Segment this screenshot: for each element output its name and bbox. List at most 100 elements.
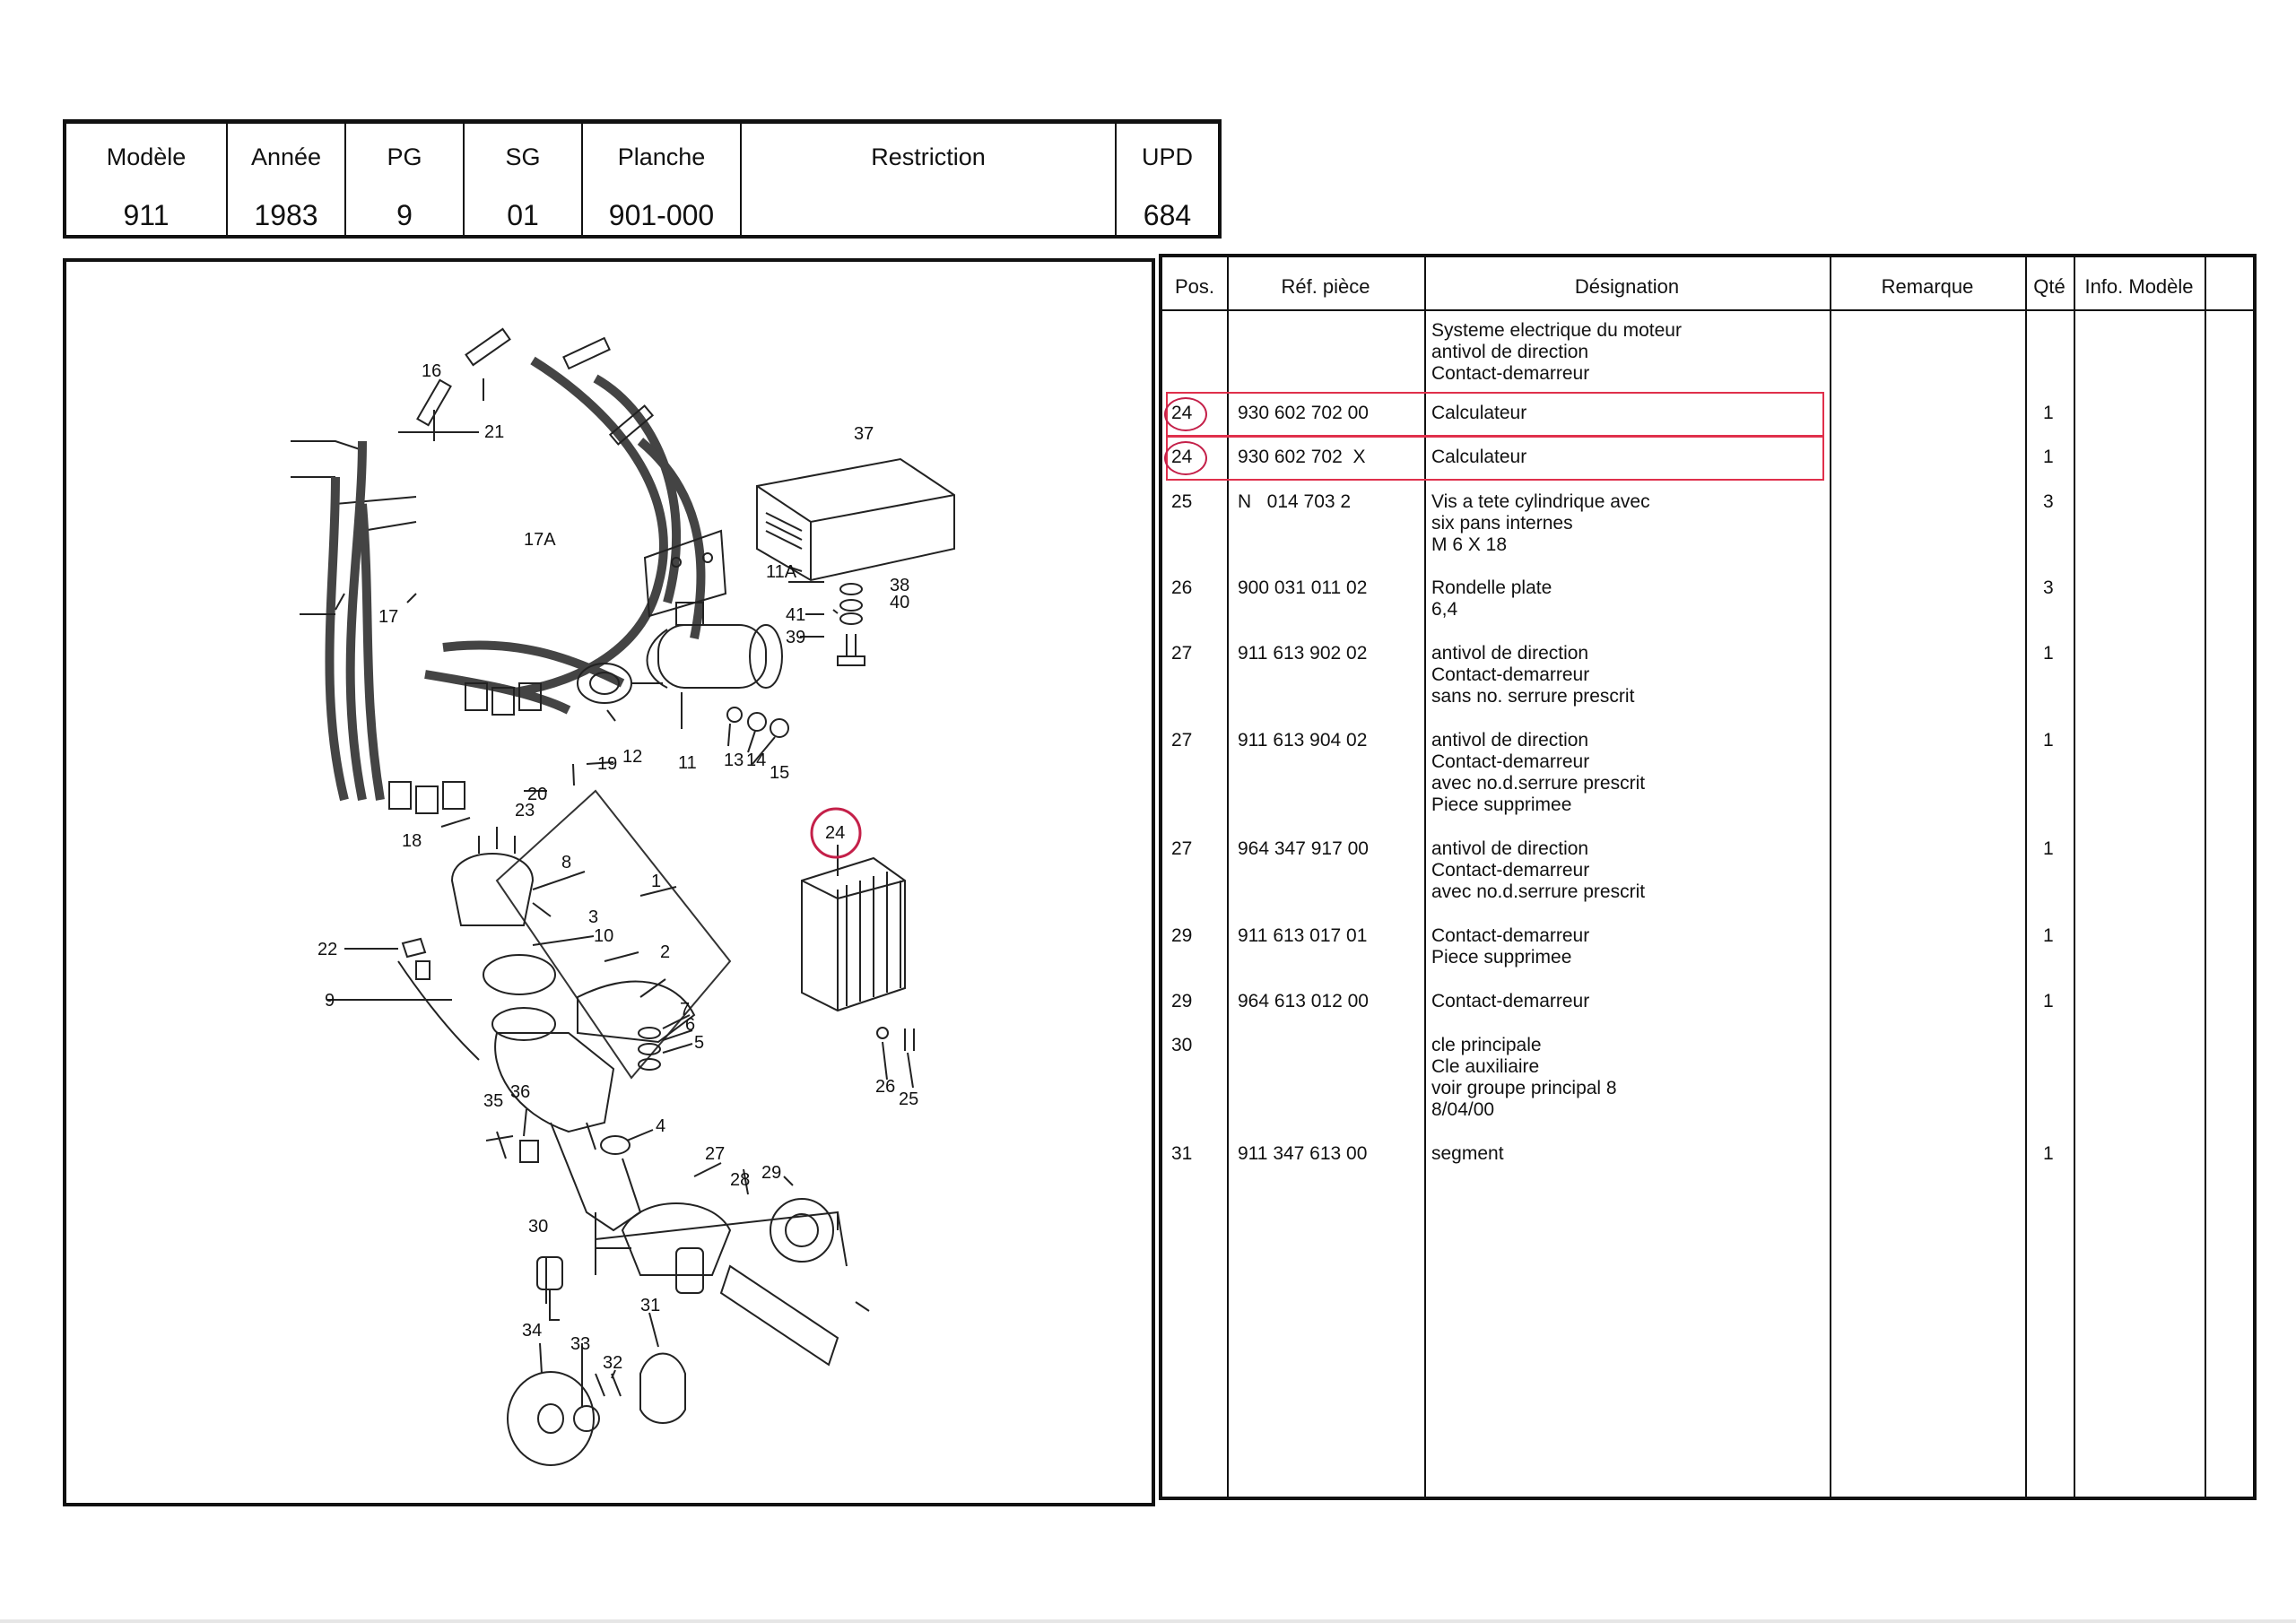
column-divider: [1830, 257, 1831, 1497]
designation-cell: Contact-demarreur: [1431, 991, 1590, 1011]
pos-cell: 29: [1171, 925, 1193, 946]
ring-4: [600, 1135, 631, 1155]
pin-35: [485, 1131, 514, 1159]
callout: 40: [890, 593, 909, 612]
header-label: PG: [387, 143, 422, 170]
header-value: 901-000: [608, 199, 715, 231]
highlight-circle: [1164, 397, 1207, 431]
pos-cell: 27: [1171, 838, 1193, 859]
callout: 29: [761, 1163, 781, 1183]
callout: 3: [588, 907, 598, 927]
designation-cell: Contact-demarreur Piece supprimee: [1431, 925, 1590, 968]
callout: 4: [656, 1116, 665, 1136]
header-col-pg: PG 9: [346, 124, 465, 235]
callout: 39: [786, 628, 805, 647]
distributor-assembly: [450, 789, 732, 1249]
callout: 17: [378, 607, 398, 627]
callout: 19: [597, 754, 617, 774]
ref-cell: 911 347 613 00: [1238, 1143, 1368, 1164]
part-22: [401, 937, 427, 959]
header-table: Modèle 911 Année 1983 PG 9 SG 01 Planche…: [63, 119, 1222, 239]
column-divider: [1227, 257, 1229, 1497]
callout: 9: [325, 991, 335, 1011]
header-value: 684: [1143, 199, 1192, 231]
callout: 13: [724, 751, 744, 770]
column-header-designation: Désignation: [1574, 275, 1680, 298]
callout: 16: [422, 361, 441, 381]
ref-cell: 930 602 702 X: [1238, 447, 1366, 467]
callout: 26: [875, 1077, 895, 1097]
callout: 24: [825, 823, 845, 843]
designation-cell: segment: [1431, 1143, 1504, 1164]
bracket-11a: [643, 529, 727, 618]
ref-cell: N 014 703 2: [1238, 491, 1352, 512]
header-label: UPD: [1141, 143, 1193, 170]
ref-cell: 964 613 012 00: [1238, 991, 1369, 1011]
lead-9: [397, 960, 480, 1061]
designation-cell: Vis a tete cylindrique avec six pans int…: [1431, 491, 1650, 555]
header-label: Planche: [617, 143, 706, 170]
callout: 32: [603, 1353, 622, 1373]
header-col-planche: Planche 901-000: [583, 124, 742, 235]
pos-cell: 27: [1171, 643, 1193, 664]
washer-33: [573, 1405, 600, 1432]
pos-cell: 29: [1171, 991, 1193, 1011]
callout: 27: [705, 1144, 725, 1164]
ref-cell: 911 613 017 01: [1238, 925, 1368, 946]
pos-cell: 24: [1171, 403, 1193, 423]
steering-lock-assembly: [595, 1198, 870, 1367]
condenser-12: [577, 663, 663, 704]
exploded-view-diagram: 16 21 37 17A 11A 38 40 41 39 17 12 11 13…: [63, 258, 1155, 1506]
qty-cell: 1: [2043, 403, 2054, 423]
qty-cell: 1: [2043, 991, 2054, 1011]
callout-labels: 16 21 37 17A 11A 38 40 41 39 17 12 11 13…: [317, 361, 918, 1373]
highlight-circle: [1164, 441, 1207, 475]
column-header-ref: Réf. pièce: [1281, 275, 1370, 298]
module-24-drawing: [801, 856, 906, 1012]
column-header-qty: Qté: [2033, 275, 2066, 298]
table-header: Pos. Réf. pièce Désignation Remarque Qté…: [1162, 257, 2253, 311]
designation-cell: antivol de direction Contact-demarreur s…: [1431, 643, 1635, 707]
callout: 12: [622, 747, 642, 767]
diagram-drawing: [291, 327, 955, 1466]
designation-cell: antivol de direction Contact-demarreur a…: [1431, 838, 1646, 902]
qty-cell: 1: [2043, 1143, 2054, 1164]
callout: 10: [594, 926, 613, 946]
designation-cell: Calculateur: [1431, 403, 1527, 423]
qty-cell: 3: [2043, 491, 2054, 512]
scan-edge: [0, 1619, 2296, 1623]
pos-cell: 31: [1171, 1143, 1193, 1164]
qty-cell: 1: [2043, 838, 2054, 859]
header-col-restriction: Restriction: [742, 124, 1117, 235]
header-label: Année: [250, 143, 322, 170]
callout: 28: [730, 1170, 750, 1190]
callout: 41: [786, 605, 805, 625]
callout: 1: [651, 872, 661, 891]
header-col-annee: Année 1983: [228, 124, 346, 235]
header-col-modele: Modèle 911: [66, 124, 228, 235]
callout: 33: [570, 1334, 590, 1354]
plate-31: [639, 1352, 686, 1424]
spark-plug-wires: [291, 327, 706, 814]
ref-cell: 911 613 902 02: [1238, 643, 1368, 664]
pos-cell: 24: [1171, 447, 1193, 467]
column-header-remarque: Remarque: [1881, 275, 1974, 298]
nut-36: [519, 1140, 539, 1163]
callout: 20: [527, 785, 547, 804]
callout: 31: [640, 1296, 660, 1315]
column-header-pos: Pos.: [1174, 275, 1215, 298]
callout: 30: [528, 1217, 548, 1237]
ignition-coil-11: [646, 602, 783, 689]
callout: 37: [854, 424, 874, 444]
header-col-sg: SG 01: [465, 124, 583, 235]
ref-cell: 930 602 702 00: [1238, 403, 1369, 423]
header-label: Modèle: [106, 143, 187, 170]
key-30: [536, 1256, 563, 1321]
callout: 8: [561, 853, 571, 872]
callout: 17A: [524, 530, 556, 550]
callout: 34: [522, 1321, 542, 1341]
pulley-34: [507, 1371, 595, 1466]
designation-cell: Calculateur: [1431, 447, 1527, 467]
callout: 5: [694, 1033, 704, 1053]
callout: 38: [890, 576, 909, 595]
